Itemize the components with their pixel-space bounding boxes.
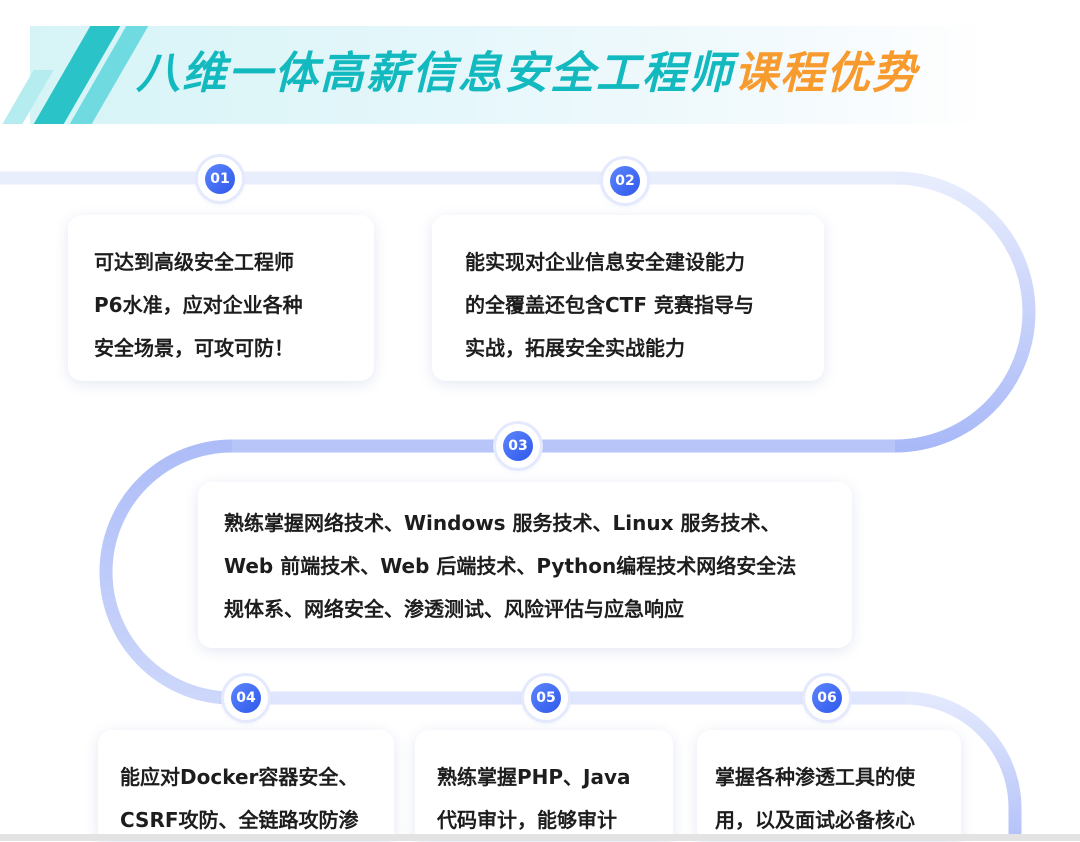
card-text-line: P6水准，应对企业各种 <box>94 293 303 317</box>
page-title-main: 八维一体高薪信息安全工程师 <box>136 48 734 99</box>
step-card-05: 熟练掌握PHP、Java 代码审计，能够审计 <box>415 730 673 841</box>
step-badge-03: 03 <box>496 424 540 468</box>
step-badge-01: 01 <box>198 157 242 201</box>
step-number: 03 <box>503 431 533 461</box>
step-badge-04: 04 <box>224 676 268 720</box>
page-title-accent: 课程优势 <box>734 48 918 99</box>
step-card-01: 可达到高级安全工程师 P6水准，应对企业各种 安全场景，可攻可防！ <box>68 215 374 381</box>
bottom-edge <box>0 834 1080 841</box>
step-card-02: 能实现对企业信息安全建设能力 的全覆盖还包含CTF 竞赛指导与 实战，拓展安全实… <box>432 215 824 381</box>
card-text-line: 能实现对企业信息安全建设能力 <box>465 250 745 274</box>
step-number: 05 <box>531 683 561 713</box>
card-text-line: 掌握各种渗透工具的使 <box>715 765 915 789</box>
step-card-04: 能应对Docker容器安全、 CSRF攻防、全链路攻防渗 <box>98 730 394 841</box>
card-text-line: 代码审计，能够审计 <box>437 808 617 832</box>
step-card-06: 掌握各种渗透工具的使 用，以及面试必备核心 <box>697 730 961 841</box>
step-badge-06: 06 <box>805 676 849 720</box>
title-banner <box>30 26 990 124</box>
step-number: 02 <box>610 166 640 196</box>
step-number: 01 <box>205 164 235 194</box>
card-text-line: 实战，拓展安全实战能力 <box>465 336 685 360</box>
card-text-line: 能应对Docker容器安全、 <box>120 765 359 789</box>
step-badge-05: 05 <box>524 676 568 720</box>
step-number: 06 <box>812 683 842 713</box>
page-title: 八维一体高薪信息安全工程师课程优势 <box>136 44 918 104</box>
step-card-03: 熟练掌握网络技术、Windows 服务技术、Linux 服务技术、 Web 前端… <box>198 482 852 648</box>
step-badge-02: 02 <box>603 159 647 203</box>
card-text-line: 熟练掌握网络技术、Windows 服务技术、Linux 服务技术、 <box>224 511 781 535</box>
card-text-line: 的全覆盖还包含CTF 竞赛指导与 <box>465 293 754 317</box>
card-text-line: Web 前端技术、Web 后端技术、Python编程技术网络安全法 <box>224 554 797 578</box>
step-number: 04 <box>231 683 261 713</box>
card-text-line: 安全场景，可攻可防！ <box>94 336 294 360</box>
card-text-line: 用，以及面试必备核心 <box>715 808 915 832</box>
card-text-line: 熟练掌握PHP、Java <box>437 765 631 789</box>
card-text-line: 规体系、网络安全、渗透测试、风险评估与应急响应 <box>224 597 684 621</box>
card-text-line: CSRF攻防、全链路攻防渗 <box>120 808 359 832</box>
card-text-line: 可达到高级安全工程师 <box>94 250 294 274</box>
